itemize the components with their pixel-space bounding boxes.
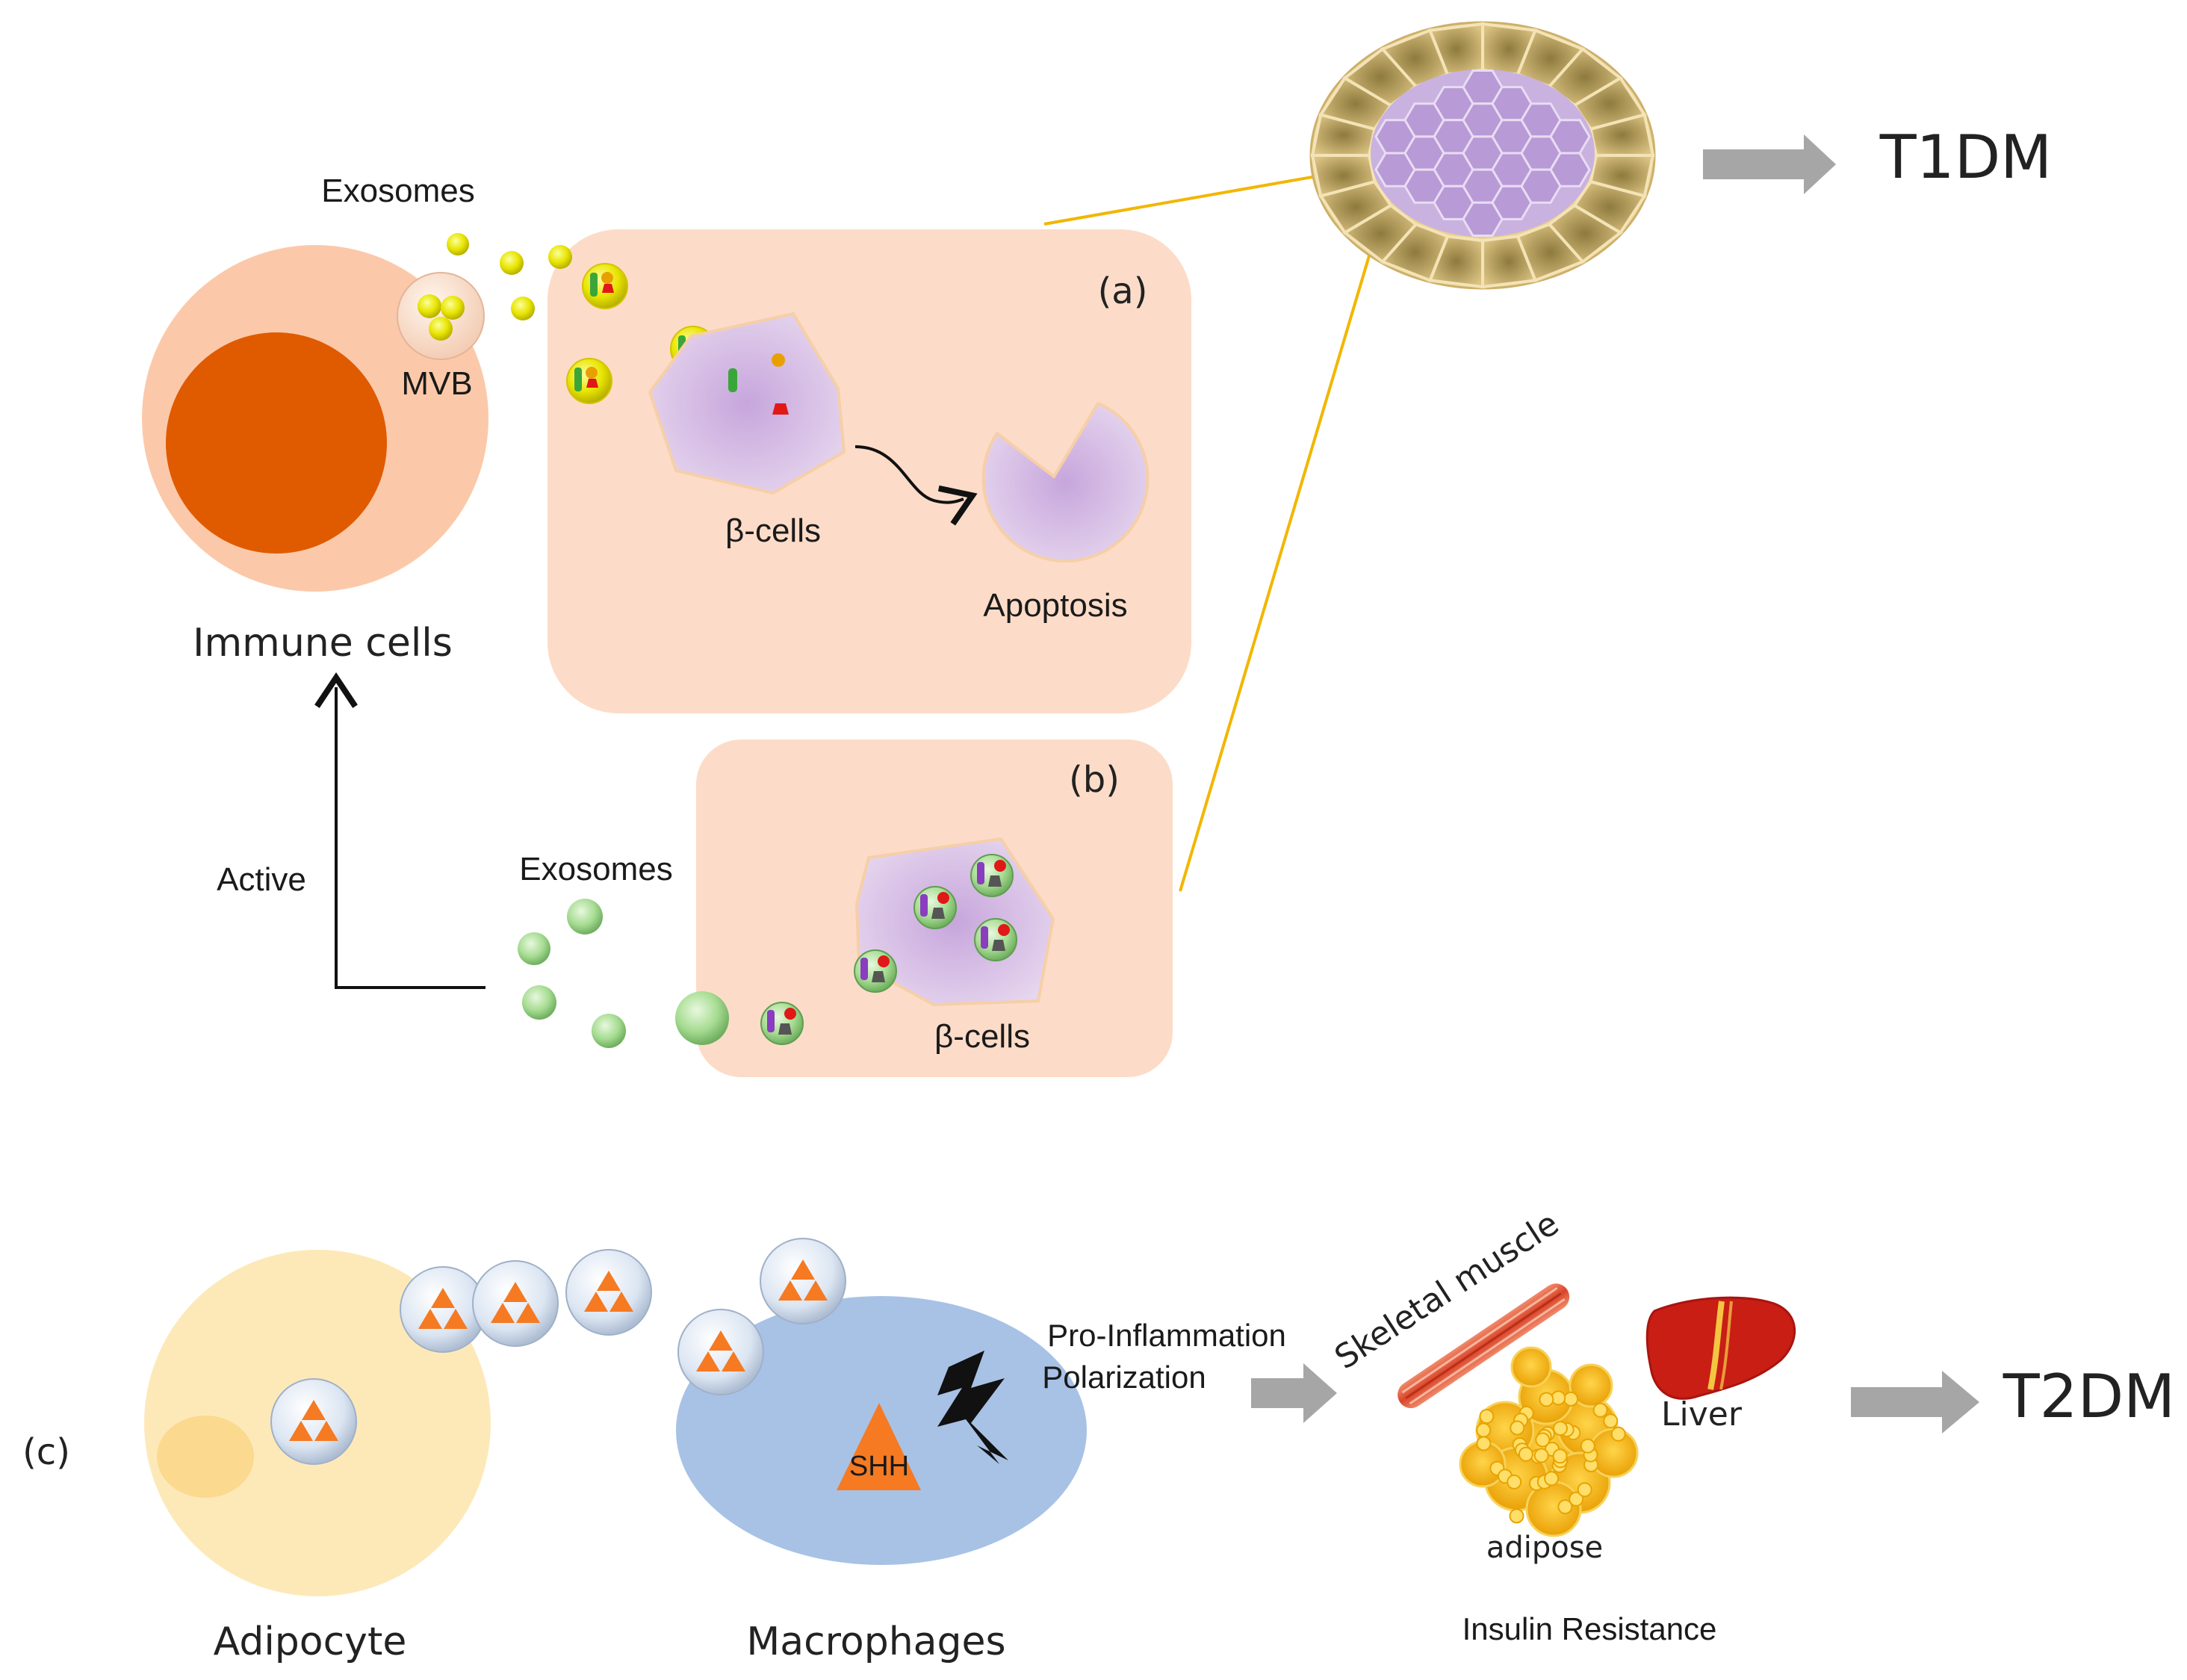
exosomes-top-label: Exosomes xyxy=(321,173,474,209)
active-arrow xyxy=(314,672,486,989)
beta-cells-b-label: β-cells xyxy=(934,1018,1030,1055)
adipose-lobule xyxy=(1569,1363,1613,1408)
shh-exosome xyxy=(760,1238,846,1324)
shh-label: SHH xyxy=(849,1451,909,1482)
loaded-green-exosome xyxy=(854,949,897,993)
shh-exosome xyxy=(270,1378,357,1465)
shh-exosome xyxy=(472,1260,559,1347)
loaded-green-exosome xyxy=(970,854,1014,897)
beta-cells-a-label: β-cells xyxy=(725,512,821,549)
mvb-vesicle xyxy=(397,272,485,360)
loaded-exosome xyxy=(566,358,612,404)
adipose-lobule xyxy=(1510,1346,1552,1388)
t2dm-label: T2DM xyxy=(2003,1362,2175,1431)
loaded-exosome xyxy=(582,263,628,309)
apoptosis-arrow xyxy=(854,445,978,526)
insulin-resistance-arrow xyxy=(1251,1363,1337,1423)
mvb-label: MVB xyxy=(401,365,472,402)
polarization-label: Polarization xyxy=(1042,1360,1206,1395)
shh-exosome xyxy=(400,1266,486,1353)
immune-cells-label: Immune cells xyxy=(193,621,453,666)
beta-cell-a xyxy=(648,311,846,495)
yellow-exosomes xyxy=(447,233,572,320)
active-label: Active xyxy=(217,861,306,898)
loaded-green-exosome xyxy=(760,1002,804,1045)
panel-a-label: (a) xyxy=(1098,270,1148,312)
lightning-icon xyxy=(937,1351,1008,1464)
shh-exosome xyxy=(565,1249,652,1336)
t1dm-label: T1DM xyxy=(1879,123,2052,192)
islet-cell xyxy=(1589,113,1655,157)
loaded-green-exosome xyxy=(913,886,957,929)
shh-triangle xyxy=(837,1403,921,1490)
panel-c-label: (c) xyxy=(22,1431,70,1473)
apoptosis-label: Apoptosis xyxy=(983,587,1127,624)
islet-beta-cell xyxy=(1462,201,1504,237)
panel-b-label: (b) xyxy=(1069,759,1120,801)
t1dm-arrow xyxy=(1703,134,1836,194)
skeletal-muscle-icon xyxy=(1397,1283,1570,1409)
pro-inflammation-label: Pro-Inflammation xyxy=(1047,1318,1286,1353)
adipose-tissue-icon xyxy=(1459,1346,1639,1537)
green-exosomes xyxy=(518,899,729,1048)
insulin-resistance-label: Insulin Resistance xyxy=(1462,1611,1717,1646)
liver-label: Liver xyxy=(1661,1395,1743,1433)
apoptotic-cell xyxy=(981,401,1150,562)
exosomes-b-label: Exosomes xyxy=(519,851,672,887)
beta-cell-cargo xyxy=(728,353,789,415)
adipose-label: adipose xyxy=(1486,1531,1603,1565)
loaded-green-exosome xyxy=(974,918,1017,961)
islet-beta-cell xyxy=(1520,168,1562,204)
macrophages-label: Macrophages xyxy=(746,1619,1005,1664)
pancreatic-islet-icon xyxy=(1309,21,1656,290)
adipocyte-label: Adipocyte xyxy=(214,1619,407,1664)
t2dm-arrow xyxy=(1851,1371,1979,1433)
shh-exosome xyxy=(677,1309,764,1395)
liver-icon xyxy=(1645,1296,1796,1400)
